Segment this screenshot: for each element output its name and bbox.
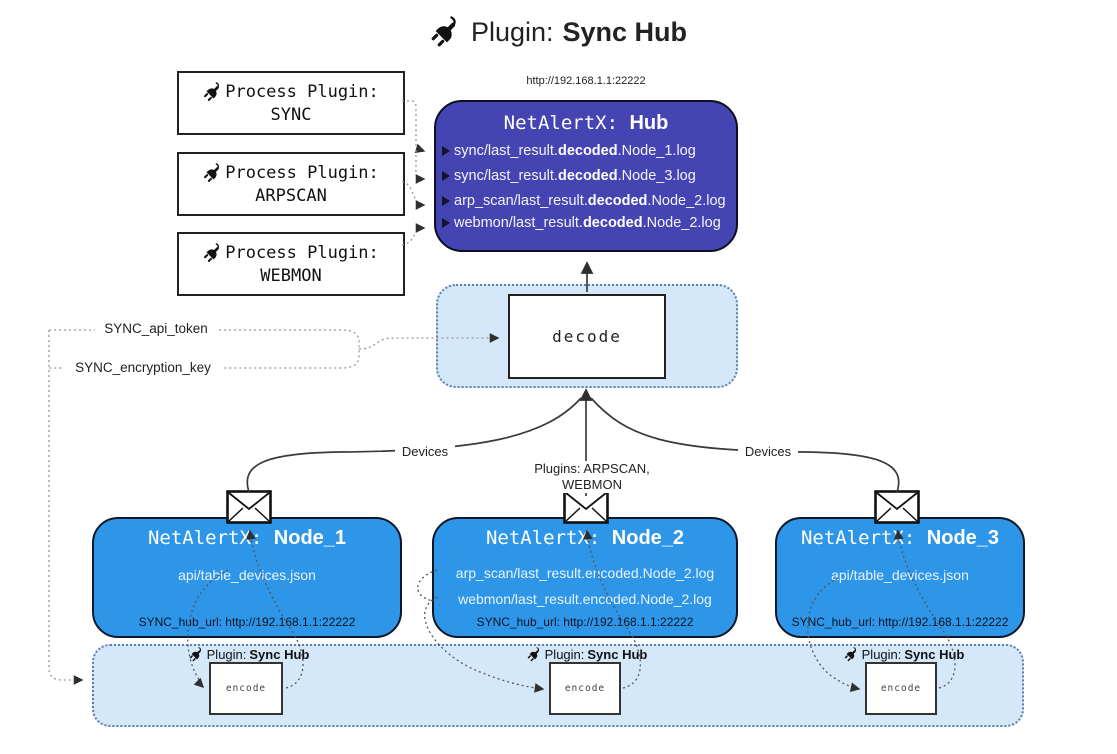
hub-box: NetAlertX: Hub sync/last_result.decoded.… <box>434 100 738 252</box>
hub-log-row: sync/last_result.decoded.Node_1.log <box>442 142 736 160</box>
band-plugin-label: Plugin: Sync Hub <box>517 646 657 663</box>
node-box-node2: NetAlertX: Node_2 arp_scan/last_result.e… <box>432 517 738 638</box>
process-plugin-label: Process Plugin: <box>225 81 379 102</box>
devices-right-label: Devices <box>738 444 798 460</box>
envelope-icon <box>874 490 920 524</box>
envelope-icon <box>226 490 272 524</box>
plugins-mid-label: Plugins: ARPSCAN, WEBMON <box>506 461 678 493</box>
node-hub-url: SYNC_hub_url: http://192.168.1.1:22222 <box>476 615 694 629</box>
plug-icon <box>844 647 859 662</box>
process-plugin-label: Process Plugin: <box>225 242 379 263</box>
edge-webmon-to-row4 <box>401 223 426 246</box>
encode-box: encode <box>209 662 283 715</box>
hub-title-prefix: NetAlertX: <box>503 112 630 134</box>
triangle-arrow-icon <box>442 196 450 206</box>
process-plugin-box-sync: Process Plugin: SYNC <box>177 71 405 135</box>
sync-encryption-key-label: SYNC_encryption_key <box>62 360 224 376</box>
hub-log-row: sync/last_result.decoded.Node_3.log <box>442 167 736 185</box>
node-file-label: arp_scan/last_result.encoded.Node_2.log <box>455 565 715 581</box>
edge-key-to-band <box>48 330 84 685</box>
process-plugin-name: ARPSCAN <box>255 185 327 206</box>
triangle-arrow-icon <box>442 146 450 156</box>
hub-title-name: Hub <box>629 112 669 134</box>
encode-box: encode <box>865 662 937 715</box>
band-plugin-label: Plugin: Sync Hub <box>834 646 974 663</box>
node-file-label: api/table_devices.json <box>178 567 316 583</box>
band-plugin-label: Plugin: Sync Hub <box>179 646 319 663</box>
plug-icon <box>430 16 462 48</box>
triangle-arrow-icon <box>442 171 450 181</box>
plug-icon <box>527 647 542 662</box>
node-box-node3: NetAlertX: Node_3 api/table_devices.json… <box>775 517 1025 638</box>
plug-icon <box>203 243 223 263</box>
edge-arpscan-to-row3 <box>401 181 426 210</box>
page-title: Plugin: Sync Hub <box>0 16 1117 48</box>
node-file-label: api/table_devices.json <box>831 567 969 583</box>
process-plugin-name: SYNC <box>270 104 312 125</box>
node-file-label: webmon/last_result.encoded.Node_2.log <box>458 591 712 607</box>
devices-left-label: Devices <box>395 444 455 460</box>
plug-icon <box>203 82 223 102</box>
envelope-icon <box>563 490 609 524</box>
hub-url-label: http://192.168.1.1:22222 <box>526 75 646 87</box>
hub-log-row: arp_scan/last_result.decoded.Node_2.log <box>442 192 736 210</box>
process-plugin-name: WEBMON <box>260 265 322 286</box>
node-title: NetAlertX: Node_2 <box>485 527 685 549</box>
process-plugin-label: Process Plugin: <box>225 162 379 183</box>
page-title-name: Sync Hub <box>562 16 688 47</box>
sync-api-token-label: SYNC_api_token <box>95 321 217 337</box>
triangle-arrow-icon <box>442 218 450 228</box>
plug-icon <box>189 647 204 662</box>
node-hub-url: SYNC_hub_url: http://192.168.1.1:22222 <box>791 615 1009 629</box>
edge-sync-to-row2 <box>415 150 426 184</box>
node-title: NetAlertX: Node_1 <box>147 527 347 549</box>
encode-box: encode <box>549 662 621 715</box>
node-title: NetAlertX: Node_3 <box>800 527 1000 549</box>
plug-icon <box>203 163 223 183</box>
edge-sync-to-row1 <box>402 100 426 154</box>
process-plugin-box-arpscan: Process Plugin: ARPSCAN <box>177 152 405 216</box>
hub-title: NetAlertX: Hub <box>436 112 736 135</box>
node-box-node1: NetAlertX: Node_1 api/table_devices.json… <box>92 517 402 638</box>
node-hub-url: SYNC_hub_url: http://192.168.1.1:22222 <box>138 615 356 629</box>
page-title-prefix: Plugin: <box>470 16 554 47</box>
hub-log-rows: sync/last_result.decoded.Node_1.log sync… <box>436 142 736 232</box>
hub-log-row: webmon/last_result.decoded.Node_2.log <box>442 214 736 232</box>
decode-box: decode <box>508 294 666 379</box>
process-plugin-box-webmon: Process Plugin: WEBMON <box>177 232 405 296</box>
